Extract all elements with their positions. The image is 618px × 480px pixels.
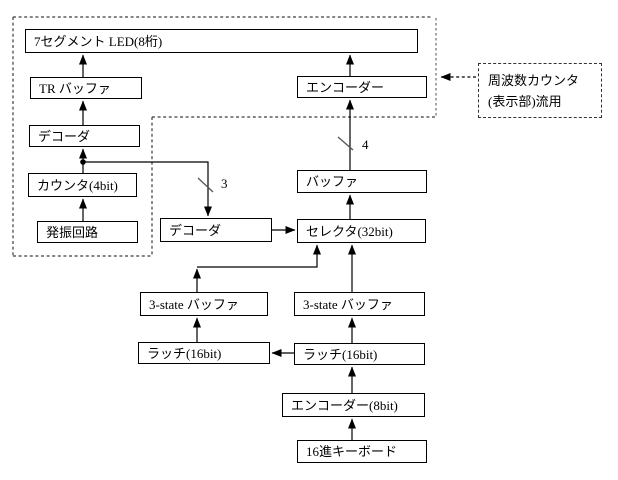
box-7segment-led: 7セグメント LED(8桁) bbox=[25, 29, 418, 53]
note-frequency-counter-reuse: 周波数カウンタ (表示部)流用 bbox=[478, 63, 602, 118]
box-3state-buffer-left: 3-state バッファ bbox=[140, 292, 268, 316]
note-line-1: 周波数カウンタ bbox=[488, 73, 580, 88]
reuse-region-dashed-outline bbox=[12, 16, 436, 257]
box-latch-16bit-right: ラッチ(16bit) bbox=[294, 343, 425, 365]
box-decoder-mid: デコーダ bbox=[160, 218, 272, 242]
arrow-counter-branch-to-decoder-mid bbox=[83, 161, 212, 217]
box-buffer: バッファ bbox=[297, 170, 427, 193]
note-line-2: (表示部)流用 bbox=[488, 94, 562, 109]
bus-slash-3 bbox=[197, 177, 214, 193]
box-encoder-8bit: エンコーダー(8bit) bbox=[282, 393, 425, 417]
bus-width-label-3: 3 bbox=[221, 176, 228, 191]
box-counter-4bit: カウンタ(4bit) bbox=[28, 173, 137, 197]
box-hex-keyboard: 16進キーボード bbox=[297, 440, 427, 463]
box-tr-buffer: TR バッファ bbox=[30, 77, 142, 99]
box-oscillator: 発振回路 bbox=[37, 221, 138, 243]
arrow-elbow-to-selector bbox=[197, 244, 321, 268]
box-encoder-display: エンコーダー bbox=[297, 76, 427, 98]
box-3state-buffer-right: 3-state バッファ bbox=[294, 292, 425, 316]
bus-width-label-4: 4 bbox=[362, 137, 369, 152]
box-selector-32bit: セレクタ(32bit) bbox=[297, 219, 426, 243]
bus-slash-4 bbox=[337, 136, 354, 151]
box-decoder-display: デコーダ bbox=[29, 125, 140, 147]
box-latch-16bit-left: ラッチ(16bit) bbox=[138, 342, 270, 364]
junction-dot bbox=[80, 159, 86, 165]
